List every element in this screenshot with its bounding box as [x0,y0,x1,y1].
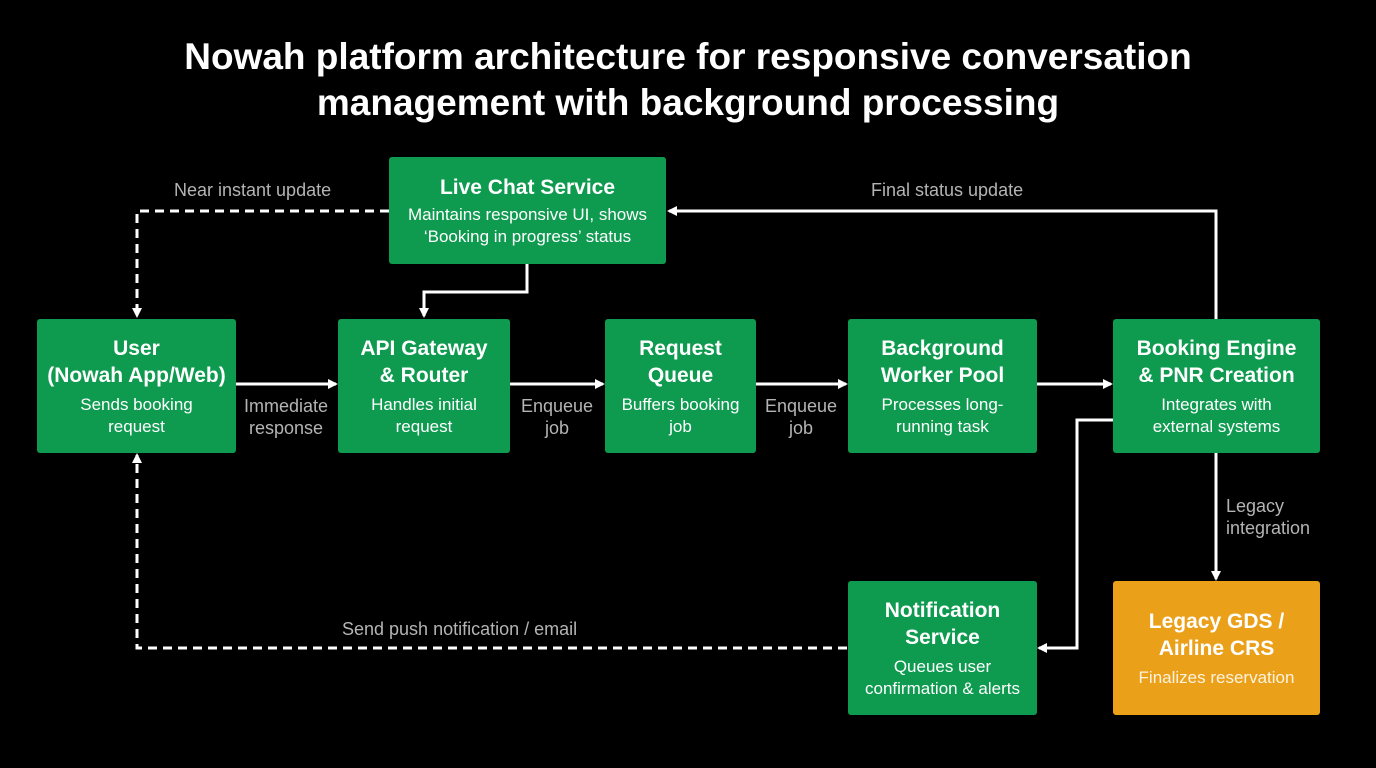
node-api-gateway-desc-line-2: request [395,416,453,436]
node-worker-pool-desc: Processes long- running task [882,394,1004,438]
node-request-queue-desc-line-2: job [669,416,692,436]
node-request-queue-title-line-2: Queue [647,363,714,387]
diagram-title-line-1: Nowah platform architecture for responsi… [184,36,1192,77]
node-legacy-desc: Finalizes reservation [1138,667,1295,687]
node-booking-engine-desc-line-1: Integrates with [1161,394,1272,414]
node-worker-pool-desc-line-2: running task [896,416,989,436]
node-request-queue: Request Queue Buffers booking job [605,319,756,453]
node-legacy-gds: Legacy GDS / Airline CRS Finalizes reser… [1113,581,1320,715]
label-immediate-line-1: Immediate [243,396,329,416]
node-request-queue-desc-line-1: Buffers booking [621,394,740,414]
node-legacy-title: Legacy GDS / Airline CRS [1149,608,1284,662]
node-booking-engine-title-line-2: & PNR Creation [1138,363,1295,387]
label-legacy-line-2: integration [1226,518,1311,538]
node-legacy-title-line-2: Airline CRS [1158,636,1275,660]
label-near-instant-update: Near instant update [174,180,332,200]
node-worker-pool-desc-line-1: Processes long- [881,394,1004,414]
node-api-gateway-desc: Handles initial request [371,394,477,438]
node-notification-title: Notification Service [885,597,1001,651]
node-worker-pool-title: Background Worker Pool [881,335,1004,389]
node-booking-engine-desc: Integrates with external systems [1153,394,1281,438]
node-request-queue-title: Request Queue [639,335,722,389]
node-worker-pool-title-line-2: Worker Pool [880,363,1005,387]
diagram-title-line-2: management with background processing [316,82,1060,123]
node-notification-desc-line-2: confirmation & alerts [865,678,1020,698]
node-notification-service: Notification Service Queues user confirm… [848,581,1037,715]
node-user-desc-line-2: request [108,416,165,436]
node-live-chat-desc-line-1: Maintains responsive UI, shows [407,204,648,224]
node-api-gateway-desc-line-1: Handles initial [371,394,477,414]
label-enqueue-1-line-2: job [544,418,570,438]
edge-booking-to-notification [1037,418,1113,653]
node-api-gateway-title-line-2: & Router [379,363,469,387]
label-legacy-integration: Legacy integration [1226,495,1310,539]
node-worker-pool-title-line-1: Background [881,336,1004,360]
edge-send-push-notification [132,453,847,650]
label-immediate-response: Immediate response [244,395,328,439]
node-live-chat-title: Live Chat Service [439,175,616,199]
label-enqueue-2-line-2: job [788,418,814,438]
label-legacy-line-1: Legacy [1226,496,1285,516]
node-notification-title-line-2: Service [905,625,980,649]
label-enqueue-job-1: Enqueue job [521,395,593,439]
node-live-chat-service: Live Chat Service Maintains responsive U… [389,157,666,264]
edge-final-status-update [667,206,1218,319]
node-notification-title-line-1: Notification [884,598,1001,622]
node-notification-desc: Queues user confirmation & alerts [865,656,1020,700]
node-user-title: User (Nowah App/Web) [47,335,225,389]
edge-near-instant-update [132,209,389,318]
label-enqueue-job-2: Enqueue job [765,395,837,439]
node-booking-engine-desc-line-2: external systems [1152,416,1281,436]
label-immediate-line-2: response [248,418,324,438]
node-api-gateway-title: API Gateway & Router [360,335,487,389]
node-live-chat-desc-line-2: ‘Booking in progress’ status [423,226,632,246]
node-user-desc-line-1: Sends booking [80,394,193,414]
label-send-push-notification: Send push notification / email [342,619,578,639]
node-user-title-line-1: User [113,336,160,360]
node-background-worker-pool: Background Worker Pool Processes long- r… [848,319,1037,453]
node-user-title-line-2: (Nowah App/Web) [47,363,226,387]
label-final-status-update: Final status update [871,180,1024,200]
node-user: User (Nowah App/Web) Sends booking reque… [37,319,236,453]
label-enqueue-1-line-1: Enqueue [520,396,594,416]
node-booking-engine-title: Booking Engine & PNR Creation [1137,335,1297,389]
label-enqueue-2-line-1: Enqueue [764,396,838,416]
node-api-gateway: API Gateway & Router Handles initial req… [338,319,510,453]
diagram-title: Nowah platform architecture for responsi… [0,34,1376,126]
node-request-queue-title-line-1: Request [639,336,722,360]
node-booking-engine: Booking Engine & PNR Creation Integrates… [1113,319,1320,453]
node-booking-engine-title-line-1: Booking Engine [1136,336,1297,360]
node-request-queue-desc: Buffers booking job [622,394,740,438]
node-user-desc: Sends booking request [80,394,192,438]
node-api-gateway-title-line-1: API Gateway [360,336,488,360]
edge-livechat-to-gateway [419,264,529,318]
node-notification-desc-line-1: Queues user [893,656,992,676]
node-legacy-title-line-1: Legacy GDS / [1148,609,1285,633]
node-live-chat-desc: Maintains responsive UI, shows ‘Booking … [408,204,647,248]
